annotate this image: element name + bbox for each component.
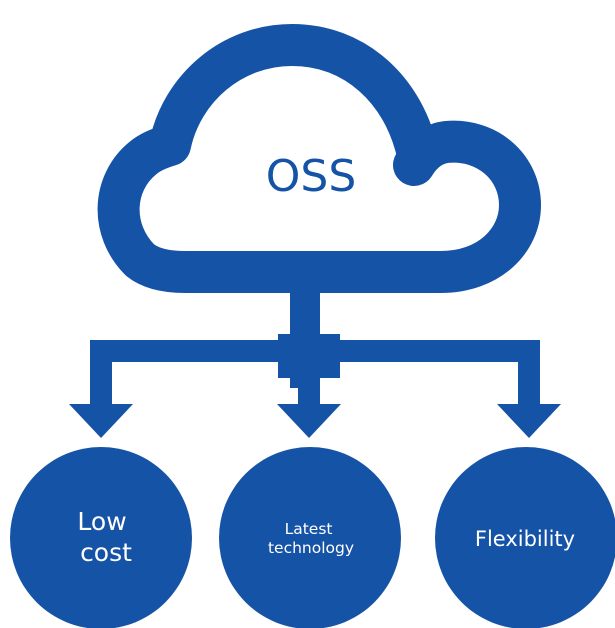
arrow-left-icon bbox=[69, 404, 133, 438]
benefit-label-line: technology bbox=[268, 539, 354, 557]
benefit-label-latest-technology: Latest technology bbox=[268, 520, 354, 557]
benefit-circle-latest-technology bbox=[219, 447, 401, 628]
branch-right-stem bbox=[518, 340, 540, 408]
cloud-icon bbox=[97, 24, 541, 293]
branch-left-stem bbox=[90, 340, 112, 408]
benefit-label-line: Low bbox=[77, 507, 126, 536]
benefit-label-line: Flexibility bbox=[475, 527, 575, 551]
benefit-label-line: Latest bbox=[285, 520, 333, 538]
branch-bar bbox=[90, 340, 540, 362]
cloud-label: OSS bbox=[266, 151, 357, 202]
benefit-label-flexibility: Flexibility bbox=[475, 527, 575, 551]
arrow-right-icon bbox=[497, 404, 561, 438]
arrow-center-icon bbox=[277, 404, 341, 438]
benefit-circle-low-cost bbox=[10, 447, 192, 628]
benefit-label-line: cost bbox=[80, 538, 132, 567]
benefit-label-low-cost: Low cost bbox=[77, 507, 134, 567]
benefit-circle-flexibility bbox=[435, 447, 615, 628]
branch-center-stem bbox=[298, 378, 320, 408]
